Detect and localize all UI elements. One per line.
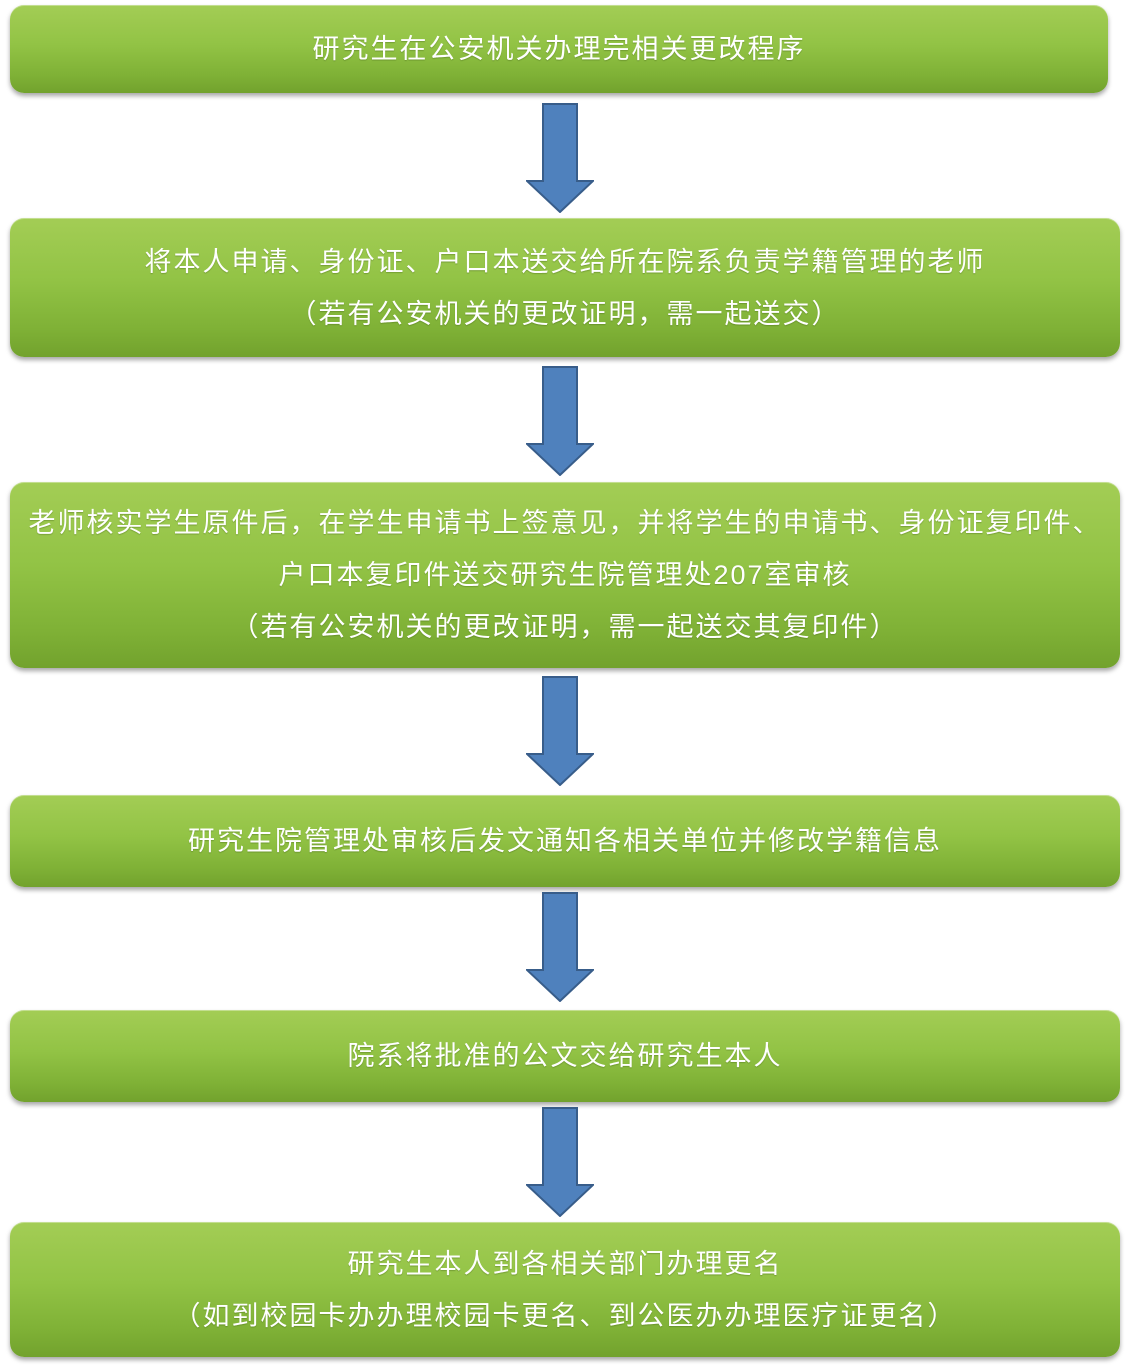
step-box-3: 老师核实学生原件后，在学生申请书上签意见，并将学生的申请书、身份证复印件、 户口… bbox=[10, 482, 1120, 668]
step-5-line-1: 院系将批准的公文交给研究生本人 bbox=[347, 1041, 783, 1071]
down-arrow-connector bbox=[526, 892, 594, 1002]
step-3-line-1: 老师核实学生原件后，在学生申请书上签意见，并将学生的申请书、身份证复印件、 bbox=[28, 508, 1102, 538]
step-1-line-1: 研究生在公安机关办理完相关更改程序 bbox=[312, 34, 806, 64]
step-6-line-1: 研究生本人到各相关部门办理更名 bbox=[347, 1248, 783, 1279]
step-4-line-1: 研究生院管理处审核后发文通知各相关单位并修改学籍信息 bbox=[188, 826, 942, 856]
down-arrow-connector bbox=[526, 1107, 594, 1217]
step-3-line-3: （若有公安机关的更改证明，需一起送交其复印件） bbox=[231, 612, 899, 642]
step-box-4: 研究生院管理处审核后发文通知各相关单位并修改学籍信息 bbox=[10, 795, 1120, 887]
step-box-1: 研究生在公安机关办理完相关更改程序 bbox=[10, 5, 1108, 93]
step-2-line-2: （若有公安机关的更改证明，需一起送交） bbox=[289, 298, 841, 329]
step-box-5: 院系将批准的公文交给研究生本人 bbox=[10, 1010, 1120, 1102]
down-arrow-connector bbox=[526, 103, 594, 213]
step-2-line-1: 将本人申请、身份证、户口本送交给所在院系负责学籍管理的老师 bbox=[144, 246, 986, 277]
step-box-6: 研究生本人到各相关部门办理更名 （如到校园卡办办理校园卡更名、到公医办办理医疗证… bbox=[10, 1222, 1120, 1357]
step-6-line-2: （如到校园卡办办理校园卡更名、到公医办办理医疗证更名） bbox=[173, 1300, 957, 1331]
down-arrow-connector bbox=[526, 366, 594, 476]
step-box-2: 将本人申请、身份证、户口本送交给所在院系负责学籍管理的老师 （若有公安机关的更改… bbox=[10, 218, 1120, 357]
step-3-line-2: 户口本复印件送交研究生院管理处207室审核 bbox=[278, 560, 852, 590]
down-arrow-connector bbox=[526, 676, 594, 786]
